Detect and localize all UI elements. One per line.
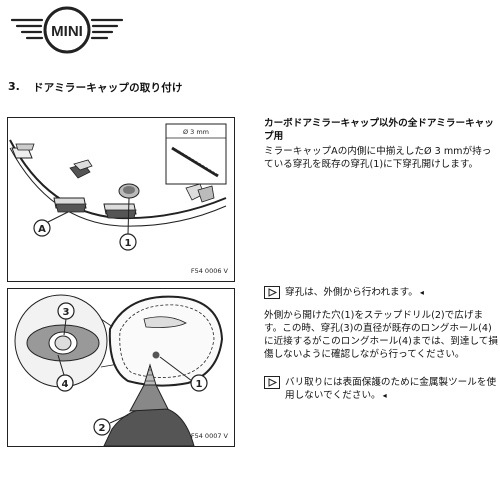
figure-drilling-pilot-hole: Ø 3 mm A 1 F54 0006 V bbox=[7, 117, 235, 282]
end-mark: ◂ bbox=[419, 288, 424, 297]
mini-logo: MINI bbox=[8, 6, 126, 56]
drill-size-label: Ø 3 mm bbox=[183, 128, 209, 136]
callout-4: 4 bbox=[62, 379, 69, 390]
callout-1: 1 bbox=[125, 238, 132, 249]
figure-code: F54 0007 V bbox=[190, 432, 228, 440]
callout-3: 3 bbox=[63, 307, 70, 318]
note-2-text: バリ取りには表面保護のために金属製ツールを使用しないでください。 bbox=[285, 377, 497, 401]
figure-step-drill: 3 4 1 2 F54 0007 V bbox=[7, 288, 235, 447]
section-title: ドアミラーキャップの取り付け bbox=[33, 82, 183, 94]
callout-2: 2 bbox=[99, 423, 106, 434]
instruction-paragraph-2: 外側から開けた穴(1)をステップドリル(2)で広げます。この時、穿孔(3)の直径… bbox=[264, 310, 498, 360]
note-1: 穿孔は、外側から行われます。◂ bbox=[264, 286, 498, 299]
play-triangle-icon bbox=[264, 376, 280, 389]
step-number: 3. bbox=[8, 80, 20, 93]
callout-1-b: 1 bbox=[196, 379, 203, 390]
logo-text: MINI bbox=[51, 23, 83, 40]
end-mark: ◂ bbox=[382, 391, 387, 400]
play-triangle-icon bbox=[264, 286, 280, 299]
instruction-heading: カーボドアミラーキャップ以外の全ドアミラーキャップ用 bbox=[264, 118, 494, 142]
figure-code: F54 0006 V bbox=[190, 267, 228, 275]
callout-a: A bbox=[38, 224, 46, 235]
instruction-paragraph-1: ミラーキャップAの内側に中揃えしたØ 3 mmが持っている穿孔を既存の穿孔(1)… bbox=[264, 146, 492, 170]
note-2: バリ取りには表面保護のために金属製ツールを使用しないでください。◂ bbox=[264, 376, 498, 402]
note-1-text: 穿孔は、外側から行われます。 bbox=[285, 287, 418, 298]
